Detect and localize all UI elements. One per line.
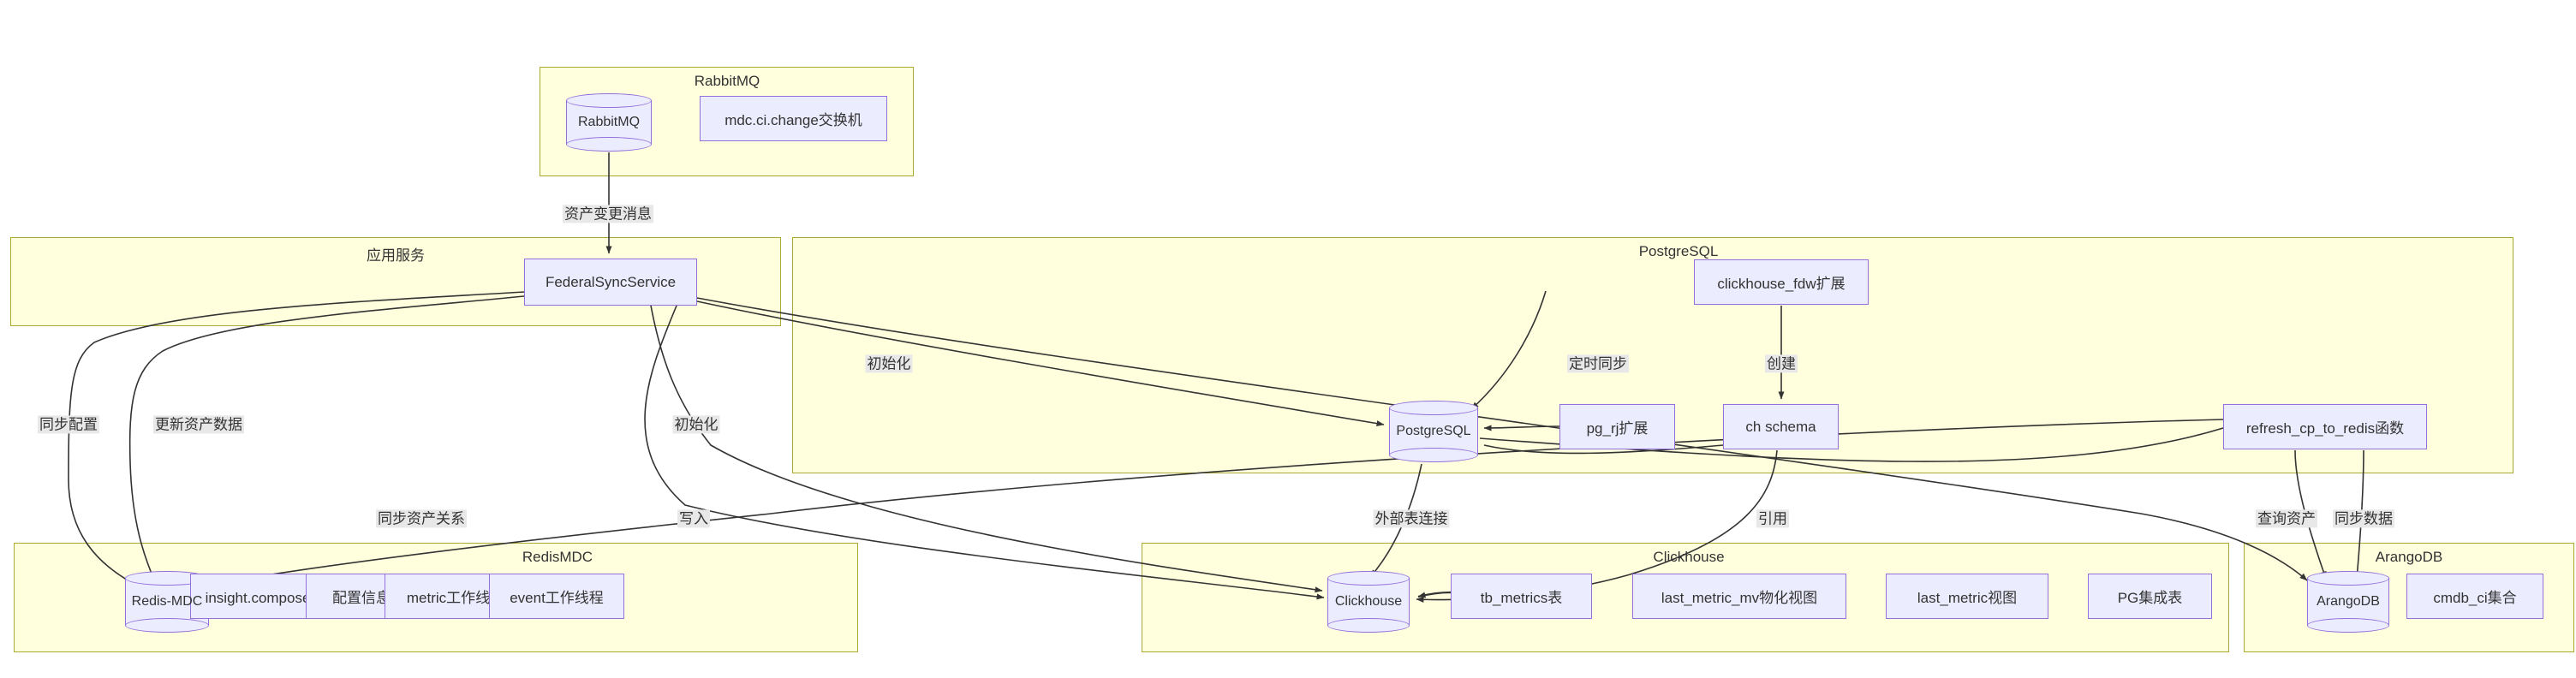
node-federal-sync-service[interactable]: FederalSyncService <box>524 259 697 306</box>
cylinder-bottom <box>566 137 652 152</box>
edge-label-reference: 引用 <box>1756 509 1789 528</box>
node-event-worker-thread[interactable]: event工作线程 <box>489 574 624 619</box>
cylinder-body <box>1389 407 1478 455</box>
node-mdc-exchange[interactable]: mdc.ci.change交换机 <box>700 96 887 141</box>
node-refresh-cp-to-redis-function[interactable]: refresh_cp_to_redis函数 <box>2223 404 2427 449</box>
node-cmdb-ci-collection[interactable]: cmdb_ci集合 <box>2406 574 2543 619</box>
node-label: last_metric视图 <box>1917 590 2018 606</box>
edge-label-write: 写入 <box>677 509 710 528</box>
edge-chschema-cross <box>1483 444 1724 455</box>
node-label: pg_rj扩展 <box>1586 420 1649 437</box>
node-label: metric工作线程 <box>406 590 505 606</box>
node-last-metric-view[interactable]: last_metric视图 <box>1886 574 2048 619</box>
cluster-label-redismdc: RedisMDC <box>522 549 593 565</box>
edge-label-external-table-link: 外部表连接 <box>1373 509 1450 528</box>
cylinder-top <box>1389 401 1478 415</box>
edge-fedsync-to-postgres-init <box>696 300 1385 427</box>
cylinder-bottom <box>125 618 209 633</box>
node-label: FederalSyncService <box>545 273 677 290</box>
cylinder-body <box>1327 578 1410 625</box>
edge-pgrj-to-postgres <box>1483 425 1562 431</box>
edge-label-update-asset-data: 更新资产数据 <box>153 415 244 434</box>
node-label: Redis-MDC <box>131 594 203 609</box>
edge-fedsync-to-redis-update <box>128 295 525 585</box>
node-tb-metrics-table[interactable]: tb_metrics表 <box>1451 574 1592 619</box>
node-last-metric-mv-view[interactable]: last_metric_mv物化视图 <box>1632 574 1846 619</box>
node-label: cmdb_ci集合 <box>2433 590 2517 606</box>
node-label: 配置信息 <box>332 590 391 606</box>
node-label: Clickhouse <box>1334 594 1403 609</box>
edge-scheduled-sync-curve <box>1470 290 1547 410</box>
edge-label-init-left: 初始化 <box>672 415 720 434</box>
edge-label-create: 创建 <box>1765 354 1798 373</box>
cluster-label-appservice: 应用服务 <box>367 247 425 264</box>
edge-label-asset-change-msg: 资产变更消息 <box>563 205 653 223</box>
edge-fedsync-to-clickhouse-write <box>644 305 1325 600</box>
node-label: RabbitMQ <box>577 115 641 129</box>
node-label: tb_metrics表 <box>1480 590 1563 606</box>
cylinder-bottom <box>1389 448 1478 462</box>
node-label: last_metric_mv物化视图 <box>1661 590 1818 606</box>
node-clickhouse-db[interactable]: Clickhouse <box>1327 571 1410 633</box>
cluster-label-postgresql: PostgreSQL <box>1638 243 1719 259</box>
node-label: ArangoDB <box>2317 594 2380 609</box>
edge-tbmetrics-to-clickhouse <box>1417 591 1452 598</box>
node-label: event工作线程 <box>510 590 604 606</box>
node-pg-rj-extension[interactable]: pg_rj扩展 <box>1559 404 1675 449</box>
cluster-label-rabbitmq: RabbitMQ <box>694 73 760 89</box>
cylinder-body <box>2307 578 2389 625</box>
node-clickhouse-fdw[interactable]: clickhouse_fdw扩展 <box>1694 259 1869 305</box>
cylinder-bottom <box>1327 618 1410 633</box>
edge-label-scheduled-sync: 定时同步 <box>1567 354 1629 373</box>
edge-refreshfn-redis-long <box>175 419 2224 594</box>
edge-label-sync-config: 同步配置 <box>38 415 99 434</box>
cluster-label-clickhouse: Clickhouse <box>1653 549 1725 565</box>
cylinder-top <box>2307 571 2389 586</box>
edge-fedsync-to-clickhouse-init <box>650 305 1323 593</box>
node-label: PostgreSQL <box>1396 424 1471 438</box>
node-label: PG集成表 <box>2117 590 2183 606</box>
node-arangodb-db[interactable]: ArangoDB <box>2307 571 2389 633</box>
node-label: mdc.ci.change交换机 <box>724 112 862 128</box>
node-label: refresh_cp_to_redis函数 <box>2245 420 2405 437</box>
edge-label-init-right: 初始化 <box>865 354 913 373</box>
node-rabbitmq-db[interactable]: RabbitMQ <box>566 93 652 152</box>
cylinder-top <box>1327 571 1410 586</box>
edge-label-query-asset: 查询资产 <box>2256 509 2317 528</box>
node-pg-integration-table[interactable]: PG集成表 <box>2088 574 2212 619</box>
edge-fedsync-to-redis-config <box>68 291 525 590</box>
node-label: clickhouse_fdw扩展 <box>1717 276 1846 292</box>
edge-label-sync-asset-relation: 同步资产关系 <box>376 509 467 528</box>
cylinder-top <box>566 93 652 108</box>
cluster-label-arangodb: ArangoDB <box>2375 549 2443 565</box>
cylinder-bottom <box>2307 618 2389 633</box>
node-label: ch schema <box>1745 418 1816 435</box>
node-ch-schema[interactable]: ch schema <box>1723 404 1839 449</box>
edge-label-sync-data: 同步数据 <box>2333 509 2394 528</box>
edge-fedsync-to-arango-relation <box>696 297 2308 581</box>
node-postgresql-db[interactable]: PostgreSQL <box>1389 401 1478 462</box>
